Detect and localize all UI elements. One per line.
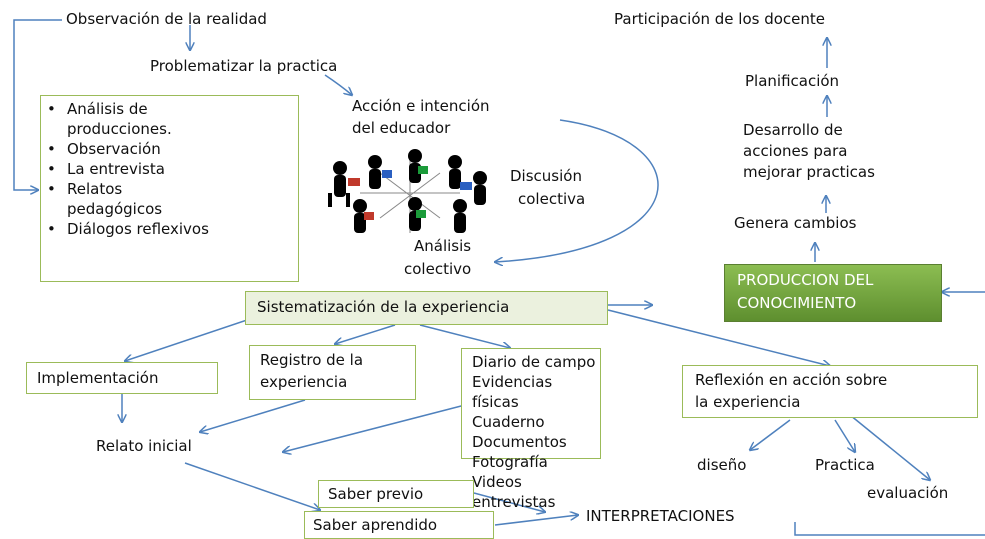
instrument-item: Cuaderno	[472, 413, 545, 431]
saber-previo-box: Saber previo	[318, 480, 474, 508]
arrow-sistematizacion-reflexion	[607, 309, 830, 366]
instrument-item: Documentos	[472, 433, 567, 451]
analisis-label-line1: Análisis	[414, 237, 472, 255]
saber-aprendido-label: Saber aprendido	[313, 516, 438, 534]
arrow-reflexion-practica	[834, 419, 855, 452]
instrument-item: Diario de campo	[472, 353, 596, 371]
arrow-instrumentos-relato	[283, 404, 466, 452]
method-item-continuation: producciones.	[67, 120, 172, 138]
method-item-continuation: pedagógicos	[67, 200, 163, 218]
reflexion-label-line2: la experiencia	[695, 393, 801, 411]
implementacion-label: Implementación	[37, 369, 159, 387]
method-item: Análisis de	[41, 99, 298, 119]
implementacion-box: Implementación	[26, 362, 218, 394]
evaluacion-label: evaluación	[867, 484, 949, 502]
produccion-label-line1: PRODUCCION DEL	[737, 271, 874, 289]
people-around-table-icon	[328, 149, 487, 233]
relato-label: Relato inicial	[96, 437, 192, 455]
observacion-label: Observación de la realidad	[66, 10, 267, 28]
reflexion-label-line1: Reflexión en acción sobre	[695, 371, 888, 389]
desarrollo-label-line2: acciones para	[743, 142, 848, 160]
registro-box: Registro de la experiencia	[249, 345, 416, 400]
arrow-sistematizacion-registro	[335, 324, 396, 344]
participacion-label: Participación de los docente	[614, 10, 826, 28]
arrow-reflexion-diseno	[750, 419, 791, 450]
registro-label-line1: Registro de la	[260, 351, 364, 369]
practica-label: Practica	[815, 456, 875, 474]
instrument-item: Videos	[472, 473, 522, 491]
accion-label-line1: Acción e intención	[352, 97, 490, 115]
sistematizacion-label: Sistematización de la experiencia	[257, 298, 510, 316]
planificacion-label: Planificación	[745, 72, 840, 90]
arrow-reflexion-evaluacion	[849, 414, 930, 480]
arrow-registro-relato	[200, 399, 306, 432]
method-item: La entrevista	[41, 159, 298, 179]
left-bracket-connector	[13, 19, 62, 190]
discusion-label-line2: colectiva	[518, 190, 586, 208]
arrow-relato-saber-previo	[184, 462, 320, 510]
methods-box: Análisis de producciones. Observación La…	[40, 95, 299, 282]
arrow-discusion-arc	[495, 119, 659, 262]
line-interpretaciones-right	[794, 522, 985, 536]
discusion-label-line1: Discusión	[510, 167, 582, 185]
instrumentos-box: Diario de campo Evidencias físicas Cuade…	[461, 348, 601, 511]
interpretaciones-label: INTERPRETACIONES	[586, 507, 735, 525]
diseno-label: diseño	[697, 456, 747, 474]
desarrollo-label-line3: mejorar practicas	[743, 163, 875, 181]
accion-label-line2: del educador	[352, 119, 451, 137]
saber-aprendido-box: Saber aprendido	[304, 511, 494, 539]
arrow-saber-previo-interpretaciones	[473, 492, 545, 512]
arrow-sistematizacion-implementacion	[125, 314, 263, 361]
genera-label: Genera cambios	[734, 214, 857, 232]
arrow-saber-aprendido-interpretaciones	[494, 515, 578, 526]
desarrollo-label-line1: Desarrollo de	[743, 121, 843, 139]
instrument-item: Evidencias físicas	[472, 373, 553, 411]
problematizar-label: Problematizar la practica	[150, 57, 338, 75]
analisis-label-line2: colectivo	[404, 260, 472, 278]
instrument-item: Fotografía	[472, 453, 548, 471]
instrument-item: entrevistas	[472, 493, 556, 511]
registro-label-line2: experiencia	[260, 373, 348, 391]
produccion-box: PRODUCCION DEL CONOCIMIENTO	[724, 264, 942, 322]
method-item: Relatos	[41, 179, 298, 199]
saber-previo-label: Saber previo	[328, 485, 424, 503]
arrow-sistematizacion-instrumentos	[419, 324, 510, 348]
arrow-problematizar-accion	[324, 74, 352, 95]
sistematizacion-box: Sistematización de la experiencia	[245, 291, 608, 325]
method-item: Observación	[41, 139, 298, 159]
method-item: Diálogos reflexivos	[41, 219, 298, 239]
produccion-label-line2: CONOCIMIENTO	[737, 294, 857, 312]
reflexion-box: Reflexión en acción sobre la experiencia	[682, 365, 978, 418]
